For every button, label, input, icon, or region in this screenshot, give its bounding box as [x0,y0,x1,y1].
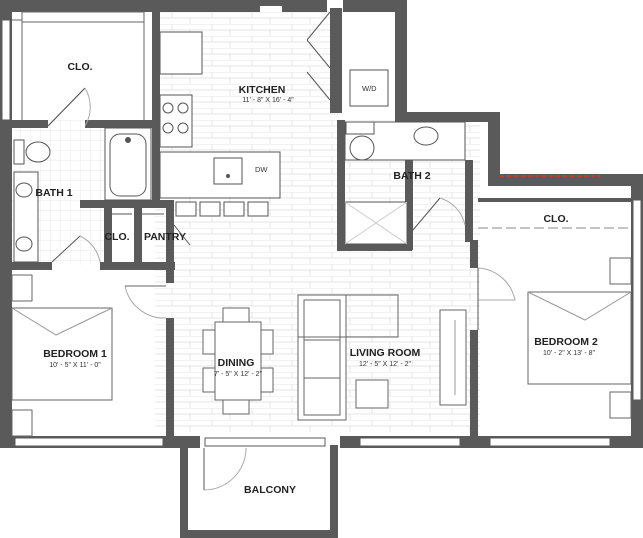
closet-main-label: CLO. [67,61,92,73]
living-room-dims: 12' - 5" X 12' - 2" [359,361,412,368]
kitchen-fixtures [159,11,389,217]
bath2-label: BATH 2 [393,170,430,182]
closet-pantry-doors [112,213,191,246]
dining-dims: 7' - 5" X 12' - 2" [214,371,263,378]
windows [1,19,642,447]
bedroom1-fixtures [11,274,167,437]
dishwasher-label: DW [255,165,268,174]
bedroom1-dims: 10' - 5" X 11' - 0" [49,362,101,369]
kitchen-label: KITCHEN [239,84,286,96]
kitchen-dims: 11' - 8" X 16' - 4" [242,97,294,104]
closet-bath-label: CLO. [104,231,129,243]
washer-dryer-label: W/D [362,84,377,93]
living-room-label: LIVING ROOM [350,347,421,359]
bedroom2-dims: 10' - 2" X 13' - 8" [543,350,596,357]
pantry-label: PANTRY [144,231,186,243]
closet-bed2-label: CLO. [543,213,568,225]
dining-table [202,307,274,415]
bedroom1-label: BEDROOM 1 [43,348,107,360]
living-furniture [297,294,467,421]
dining-label: DINING [218,357,255,369]
bath1-label: BATH 1 [35,187,72,199]
bedroom2-label: BEDROOM 2 [534,336,598,348]
closet-main [12,11,152,127]
bedroom2-fixtures [477,227,632,419]
bath2-fixtures [344,121,466,245]
balcony-door [203,447,247,491]
balcony-label: BALCONY [244,484,296,496]
bath1-fixtures [13,127,152,263]
